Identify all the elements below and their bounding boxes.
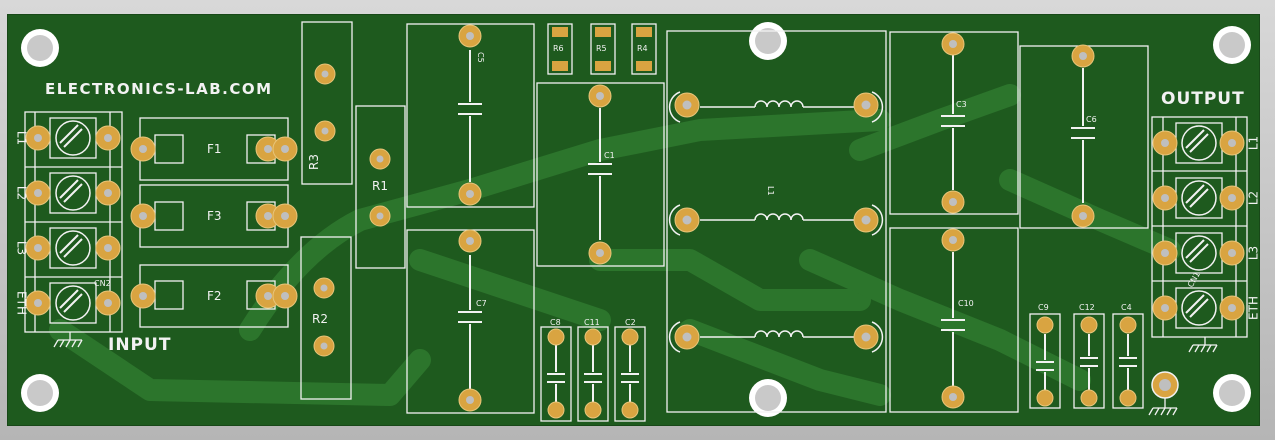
out-label-l2: L2 xyxy=(1247,191,1261,205)
screw-terminal-out-l3 xyxy=(1175,232,1223,274)
in-label-l3: L3 xyxy=(15,241,29,255)
c2-label: C2 xyxy=(625,318,636,327)
cap-c1 xyxy=(536,82,665,267)
resistor-pad-holes xyxy=(320,70,384,350)
cap-c3-c10 xyxy=(889,31,1019,413)
smd-r5 xyxy=(590,23,616,75)
mounting-hole-bottom-left xyxy=(21,374,59,412)
cap-symbols-c5-c7 xyxy=(458,50,482,390)
small-cap-pads-left xyxy=(547,328,639,419)
input-label: INPUT xyxy=(108,335,171,355)
mounting-hole-bottom-right xyxy=(1213,374,1251,412)
small-cap-pads-right xyxy=(1036,316,1137,407)
smd-resistors xyxy=(547,23,657,75)
c10-label: C10 xyxy=(958,299,974,308)
in-label-l2: L2 xyxy=(15,186,29,200)
fuse-f2-label: F2 xyxy=(207,289,222,303)
c12-label: C12 xyxy=(1079,303,1095,312)
screw-terminal-in-l1 xyxy=(49,117,97,159)
smd-r4 xyxy=(631,23,657,75)
r3-label: R3 xyxy=(307,154,321,170)
mounting-hole-top-right xyxy=(1213,26,1251,64)
screw-terminal-out-l2 xyxy=(1175,177,1223,219)
screw-terminal-in-l2 xyxy=(49,172,97,214)
board-title: ELECTRONICS-LAB.COM xyxy=(45,80,273,98)
ground-symbol-output xyxy=(1188,337,1218,353)
screw-terminal-in-eth xyxy=(49,282,97,324)
screw-terminal-in-l3 xyxy=(49,227,97,269)
input-terminal-pad-holes xyxy=(34,134,112,307)
copper-traces xyxy=(49,84,1181,406)
smd-r6 xyxy=(547,23,573,75)
r6-label: R6 xyxy=(553,44,564,53)
fuse-f1-label: F1 xyxy=(207,142,222,156)
in-label-eth: ETH xyxy=(15,291,29,315)
c1-label: C1 xyxy=(604,151,615,160)
in-label-l1: L1 xyxy=(15,131,29,145)
small-cap-symbols-left xyxy=(547,345,639,402)
r1-label: R1 xyxy=(372,179,388,193)
r4-label: R4 xyxy=(637,44,648,53)
small-cap-outlines-right xyxy=(1029,313,1144,409)
mounting-hole-bottom-center xyxy=(749,379,787,417)
cap-c6 xyxy=(1019,44,1149,229)
output-label: OUTPUT xyxy=(1161,89,1245,109)
resistor-outlines xyxy=(300,21,406,400)
mounting-hole-top-center xyxy=(749,22,787,60)
l1-label: L1 xyxy=(766,186,775,196)
ground-testpoint xyxy=(1148,371,1179,416)
r2-label: R2 xyxy=(312,312,328,326)
fuse-f3-label: F3 xyxy=(207,209,222,223)
output-screw-terminals xyxy=(1175,122,1223,329)
c4-label: C4 xyxy=(1121,303,1132,312)
small-cap-symbols-right xyxy=(1036,334,1137,390)
out-label-eth: ETH xyxy=(1247,296,1261,320)
input-terminal-pads xyxy=(25,125,121,316)
c3-label: C3 xyxy=(956,100,967,109)
output-terminal-pad-holes xyxy=(1161,139,1236,312)
c6-label: C6 xyxy=(1086,115,1097,124)
out-label-l1: L1 xyxy=(1247,136,1261,150)
r5-label: R5 xyxy=(596,44,607,53)
screw-terminal-out-eth xyxy=(1175,287,1223,329)
input-screw-terminals xyxy=(49,117,97,324)
c5-label: C5 xyxy=(476,52,485,63)
screw-terminal-out-l1 xyxy=(1175,122,1223,164)
c8-label: C8 xyxy=(550,318,561,327)
cap-pad-holes-c5-c7 xyxy=(466,32,474,404)
c7-label: C7 xyxy=(476,299,487,308)
cn2-label: CN2 xyxy=(94,279,111,288)
inductor-l1 xyxy=(666,30,887,413)
out-label-l3: L3 xyxy=(1247,246,1261,260)
c11-label: C11 xyxy=(584,318,600,327)
mounting-hole-top-left xyxy=(21,29,59,67)
c9-label: C9 xyxy=(1038,303,1049,312)
small-cap-outlines-left xyxy=(540,326,646,422)
mounting-holes xyxy=(21,22,1251,417)
fuse-pad-holes xyxy=(139,145,289,300)
ground-symbol-input xyxy=(53,332,83,348)
